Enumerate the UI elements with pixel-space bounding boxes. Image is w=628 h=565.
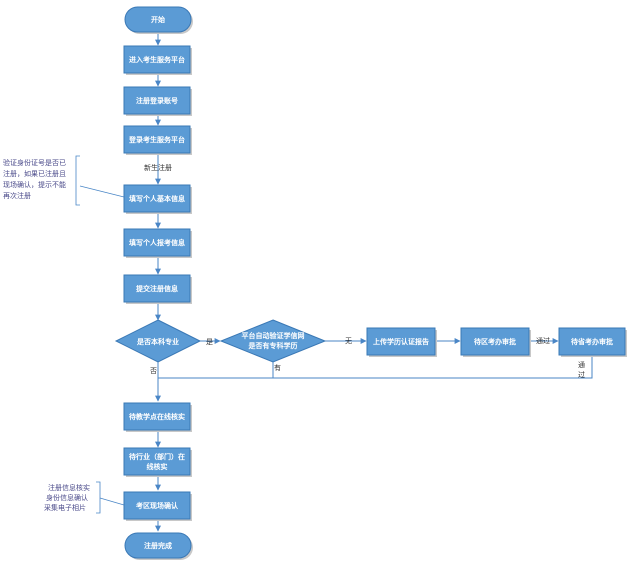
node-login-platform: 登录考生服务平台 xyxy=(123,125,192,155)
label-pass-2a: 通 xyxy=(578,360,585,369)
node-enter-platform-label: 进入考生服务平台 xyxy=(129,55,185,64)
node-wait-province-label: 待省考办审批 xyxy=(571,337,613,346)
node-auto-verify-label-2: 是否有专科学历 xyxy=(248,341,298,350)
edge-province-merge xyxy=(158,354,593,379)
node-upload-cert-label: 上传学历认证报告 xyxy=(373,337,429,346)
node-fill-exam-info-label: 填写个人报考信息 xyxy=(129,238,185,247)
note-id-check-line-2: 注册，如果已注册且 xyxy=(3,169,66,178)
label-no: 否 xyxy=(150,367,157,375)
note-id-check-line-4: 再次注册 xyxy=(3,191,31,200)
node-fill-exam-info: 填写个人报考信息 xyxy=(123,228,192,258)
label-yes: 是 xyxy=(206,338,213,346)
node-register-account: 注册登录账号 xyxy=(123,86,192,116)
node-login-platform-label: 登录考生服务平台 xyxy=(128,135,185,144)
node-done-label: 注册完成 xyxy=(144,541,172,550)
note-onsite-line-2: 身份信息确认 xyxy=(46,493,88,502)
node-enter-platform: 进入考生服务平台 xyxy=(123,45,192,75)
node-wait-district: 待区考办审批 xyxy=(460,327,531,357)
note-id-check-line-3: 现场确认，提示不能 xyxy=(3,180,66,189)
node-submit-info-label: 提交注册信息 xyxy=(135,284,178,293)
note-onsite: 注册信息核实 身份信息确认 采集电子相片 xyxy=(44,481,125,514)
node-onsite-confirm: 考区现场确认 xyxy=(123,491,192,521)
node-wait-district-label: 待区考办审批 xyxy=(474,337,516,346)
node-is-undergrad-label: 是否本科专业 xyxy=(136,337,179,346)
node-wait-industry: 待行业（部门）在 线核实 xyxy=(123,447,192,477)
note-id-check: 验证身份证号是否已 注册，如果已注册且 现场确认，提示不能 再次注册 xyxy=(3,155,125,206)
node-onsite-confirm-label: 考区现场确认 xyxy=(136,501,179,510)
node-wait-industry-label-1: 待行业（部门）在 xyxy=(129,452,185,461)
label-new-register: 新生注册 xyxy=(144,163,172,172)
node-auto-verify: 平台自动验证学信网 是否有专科学历 xyxy=(219,319,327,363)
node-fill-basic-info-label: 填写个人基本信息 xyxy=(129,194,185,203)
edges xyxy=(155,34,593,532)
note-onsite-line-1: 注册信息核实 xyxy=(48,483,90,492)
node-upload-cert: 上传学历认证报告 xyxy=(366,327,437,357)
node-submit-info: 提交注册信息 xyxy=(123,274,192,304)
node-start-label: 开始 xyxy=(151,15,165,24)
label-pass-2b: 过 xyxy=(578,370,585,379)
edge-labels: 新生注册 是 无 否 有 通过 通 过 xyxy=(144,163,585,379)
node-wait-school-label: 待教学点在线核实 xyxy=(129,412,185,421)
node-auto-verify-label-1: 平台自动验证学信网 xyxy=(242,331,305,340)
node-is-undergrad: 是否本科专业 xyxy=(114,319,202,363)
node-register-account-label: 注册登录账号 xyxy=(136,96,178,105)
node-start: 开始 xyxy=(124,6,193,34)
node-fill-basic-info: 填写个人基本信息 xyxy=(123,184,192,214)
node-done: 注册完成 xyxy=(124,532,193,560)
note-id-check-line-1: 验证身份证号是否已 xyxy=(3,158,66,167)
node-wait-industry-label-2: 线核实 xyxy=(147,462,168,471)
note-onsite-line-3: 采集电子相片 xyxy=(44,503,86,512)
label-pass-1: 通过 xyxy=(536,336,550,345)
node-wait-province: 待省考办审批 xyxy=(558,327,627,357)
label-none: 无 xyxy=(345,337,352,345)
label-has: 有 xyxy=(274,363,281,372)
node-wait-school: 待教学点在线核实 xyxy=(123,402,192,432)
